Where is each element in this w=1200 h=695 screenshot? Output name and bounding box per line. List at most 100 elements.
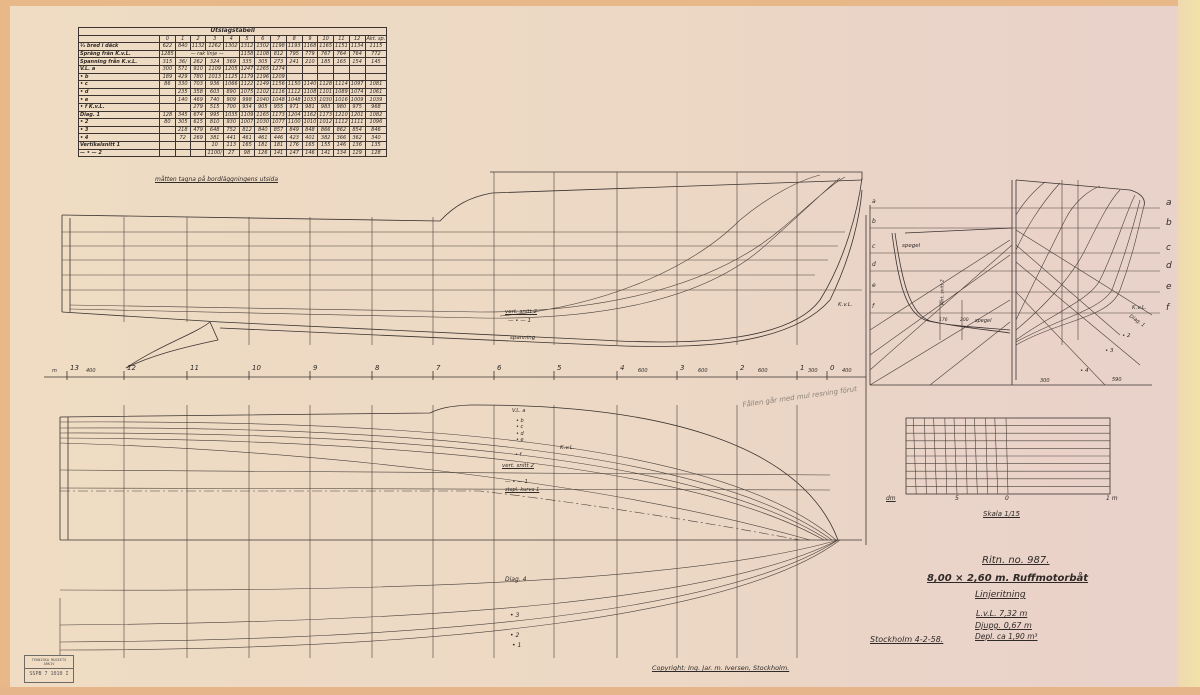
table-cell: 369 <box>222 57 240 66</box>
table-cell: 345 <box>174 110 191 120</box>
tape-strip-bottom <box>0 687 1200 695</box>
table-cell: 780 <box>189 72 207 82</box>
table-cell: 700 <box>222 102 240 112</box>
table-cell: 185 <box>317 57 335 66</box>
plan-label-stapl-kurva: stapl. kurva 1 <box>505 487 540 493</box>
table-cell: 154 <box>348 57 366 66</box>
table-cell: 1061 <box>364 87 388 97</box>
plan-diagonal-4 <box>59 539 839 591</box>
table-cell: 1165 <box>317 42 335 51</box>
table-cell: 1198 <box>270 42 287 51</box>
table-cell: 80 <box>159 118 176 127</box>
column-header: 12 <box>348 34 366 44</box>
tape-strip <box>1178 0 1200 695</box>
row-label: — • — 2 <box>78 148 160 158</box>
table-cell: 366 <box>333 133 350 142</box>
table-cell: 1140 <box>301 80 319 89</box>
table-cell <box>348 64 366 74</box>
table-cell: 968 <box>364 102 388 112</box>
body-label-diag-3: • 3 <box>1105 348 1114 354</box>
table-cell: 113 <box>222 140 240 150</box>
table-cell: 1116 <box>270 87 287 97</box>
table-cell: 279 <box>189 102 207 112</box>
boat-title: 8,00 × 2,60 m. Ruffmotorbåt <box>927 573 1089 584</box>
station-label: 2 <box>740 364 745 372</box>
table-cell <box>159 87 176 97</box>
plan-waterline-label: • e <box>516 437 524 443</box>
body-waterline-letter: c <box>872 243 876 250</box>
table-cell: 1066 <box>222 80 240 89</box>
table-cell: 1010 <box>301 118 319 127</box>
table-cell: 1204 <box>285 110 303 120</box>
table-cell: 1302 <box>222 42 240 51</box>
table-cell: 1173 <box>317 110 335 120</box>
table-cell: 10 <box>205 140 224 150</box>
plan-label-diag-1: • 1 <box>512 642 522 649</box>
scale-diagonal-line <box>994 417 999 495</box>
table-cell: 764 <box>348 49 366 59</box>
plan-waterline-f <box>59 442 811 541</box>
table-cell: 330 <box>174 80 191 89</box>
table-cell: 1111 <box>348 118 366 127</box>
table-cell: 848 <box>301 125 319 135</box>
table-cell <box>159 95 176 104</box>
table-cell: 1007 <box>238 118 256 127</box>
table-cell: 446 <box>270 133 287 142</box>
station-label: 12 <box>127 364 136 372</box>
place-date: Stockholm 4-2-58. <box>870 635 944 644</box>
table-cell: 983 <box>317 102 335 112</box>
drawing-type: Linjeritning <box>975 590 1026 600</box>
table-cell: 1100 <box>285 118 303 127</box>
table-cell: 890 <box>222 87 240 97</box>
table-cell: 1013 <box>205 72 224 82</box>
table-cell: 479 <box>189 125 207 135</box>
plan-label-kvl: K.v.L. <box>560 445 575 451</box>
column-header: 8 <box>285 34 303 44</box>
table-cell: 1075 <box>238 87 256 97</box>
table-cell: 358 <box>189 87 207 97</box>
table-cell: 998 <box>238 95 256 104</box>
table-cell: 1179 <box>238 72 256 82</box>
column-header: 11 <box>333 34 350 44</box>
table-cell: 1089 <box>333 87 350 97</box>
scale-diagonal-line <box>944 417 948 495</box>
table-cell: 1134 <box>348 42 366 51</box>
table-cell: 1156 <box>270 80 287 89</box>
table-cell: 429 <box>174 72 191 82</box>
table-cell <box>333 72 350 82</box>
plan-waterline-label: V.L. a <box>512 408 526 414</box>
table-cell: 134 <box>333 148 350 158</box>
body-label-vert-snitt: Vert. snitt 2 <box>940 279 946 306</box>
table-cell: 764 <box>333 49 350 59</box>
table-cell: 1035 <box>222 110 240 120</box>
body-dim-300: 300 <box>1040 378 1050 384</box>
plan-waterline-a <box>59 421 837 541</box>
table-cell <box>285 72 303 82</box>
table-cell: 1132 <box>189 42 207 51</box>
table-cell: 1115 <box>364 42 388 51</box>
table-cell: 315 <box>159 57 176 66</box>
table-cell: 615 <box>189 118 207 127</box>
table-cell <box>364 64 388 74</box>
table-cell: 1112 <box>333 118 350 127</box>
table-cell: 810 <box>205 118 224 127</box>
table-cell: 795 <box>285 49 303 59</box>
table-cell: 866 <box>317 125 335 135</box>
table-cell: 1165 <box>254 110 272 120</box>
table-cell: — rak linje — <box>174 49 240 59</box>
table-title: Utslagstabell <box>77 27 388 36</box>
row-label: Språng från K.v.L. <box>78 49 160 59</box>
row-label: • 4 <box>78 133 160 142</box>
scale-diagonal-line <box>924 417 927 495</box>
table-cell: 1262 <box>205 42 224 51</box>
table-cell: 86 <box>159 80 176 89</box>
body-plan-verticals <box>939 180 1079 345</box>
table-cell: 128 <box>159 110 176 120</box>
table-corner <box>78 34 160 44</box>
table-cell: 936 <box>205 80 224 89</box>
plan-waterline-d <box>59 437 825 541</box>
